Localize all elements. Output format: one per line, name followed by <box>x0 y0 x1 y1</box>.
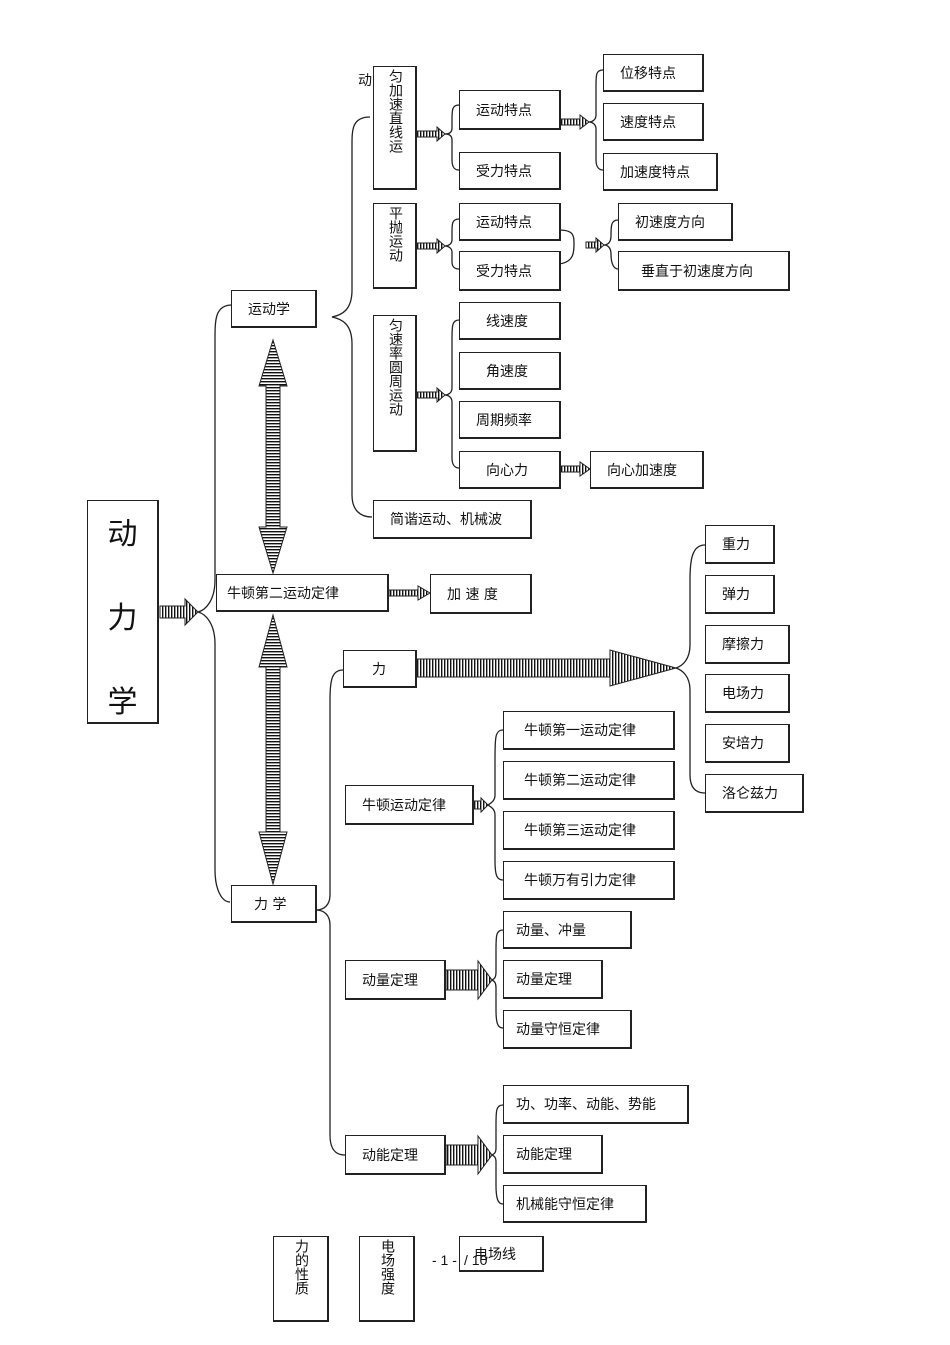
projectile-node: 平抛运动 <box>373 203 417 289</box>
lorentz-force-node: 洛仑兹力 <box>705 774 804 813</box>
gravity-node: 重力 <box>705 525 775 564</box>
kinetic-energy-theorem-node: 动能定理 <box>345 1135 446 1175</box>
field-line-node: 电场线 <box>459 1236 544 1272</box>
centripetal-force-node: 向心力 <box>459 451 561 489</box>
electric-force-node: 电场力 <box>705 674 790 713</box>
field-strength-node: 电场强度 <box>359 1236 415 1322</box>
linear-velocity-node: 线速度 <box>459 302 561 340</box>
newton-first-law-node: 牛顿第一运动定律 <box>503 711 675 750</box>
momentum-theorem-item-node: 动量定理 <box>503 960 603 999</box>
mechanics-node: 力 学 <box>231 885 317 923</box>
force-node: 力 <box>343 650 417 688</box>
momentum-conservation-node: 动量守恒定律 <box>503 1010 632 1049</box>
momentum-theorem-node: 动量定理 <box>345 960 446 1000</box>
projectile-force-node: 受力特点 <box>459 251 561 291</box>
kinetic-energy-item-node: 动能定理 <box>503 1135 603 1174</box>
newton-second-law-node: 牛顿第二运动定律 <box>503 761 675 800</box>
perpendicular-dir-node: 垂直于初速度方向 <box>618 251 790 291</box>
angular-velocity-node: 角速度 <box>459 352 561 390</box>
newton-third-law-node: 牛顿第三运动定律 <box>503 811 675 850</box>
acceleration-result-node: 加 速 度 <box>430 574 532 614</box>
projectile-motion-node: 运动特点 <box>459 203 561 241</box>
displacement-node: 位移特点 <box>603 54 704 92</box>
centripetal-accel-node: 向心加速度 <box>590 451 704 489</box>
gravitation-law-node: 牛顿万有引力定律 <box>503 861 675 900</box>
mechanical-energy-node: 机械能守恒定律 <box>503 1185 647 1223</box>
newton-second-node: 牛顿第二运动定律 <box>216 574 389 612</box>
shm-waves-node: 简谐运动、机械波 <box>373 500 532 539</box>
page-total: / 10 <box>464 1252 488 1268</box>
period-frequency-node: 周期频率 <box>459 401 561 439</box>
title-box: 动 力 学 <box>87 500 159 724</box>
acceleration-node: 加速度特点 <box>603 153 718 191</box>
motion-features-node: 运动特点 <box>459 90 561 130</box>
title-char: 力 <box>107 601 138 636</box>
momentum-impulse-node: 动量、冲量 <box>503 911 632 949</box>
force-features-node: 受力特点 <box>459 152 561 190</box>
initial-velocity-dir-node: 初速度方向 <box>618 203 733 241</box>
work-power-energy-node: 功、功率、动能、势能 <box>503 1085 689 1124</box>
circular-motion-node: 匀速率圆周运动 <box>373 315 417 452</box>
elastic-force-node: 弹力 <box>705 575 775 614</box>
uniform-accel-node: 匀加速直线运 <box>373 66 417 190</box>
velocity-node: 速度特点 <box>603 103 704 141</box>
friction-node: 摩擦力 <box>705 625 790 664</box>
title-char: 动 <box>107 517 138 552</box>
ampere-force-node: 安培力 <box>705 724 790 763</box>
kinematics-node: 运动学 <box>231 290 317 328</box>
force-nature-node: 力的性质 <box>273 1236 329 1322</box>
page-number: - 1 - <box>432 1252 457 1268</box>
title-char: 学 <box>107 685 138 720</box>
newton-laws-node: 牛顿运动定律 <box>345 785 474 825</box>
stray-char: 动 <box>358 73 372 89</box>
